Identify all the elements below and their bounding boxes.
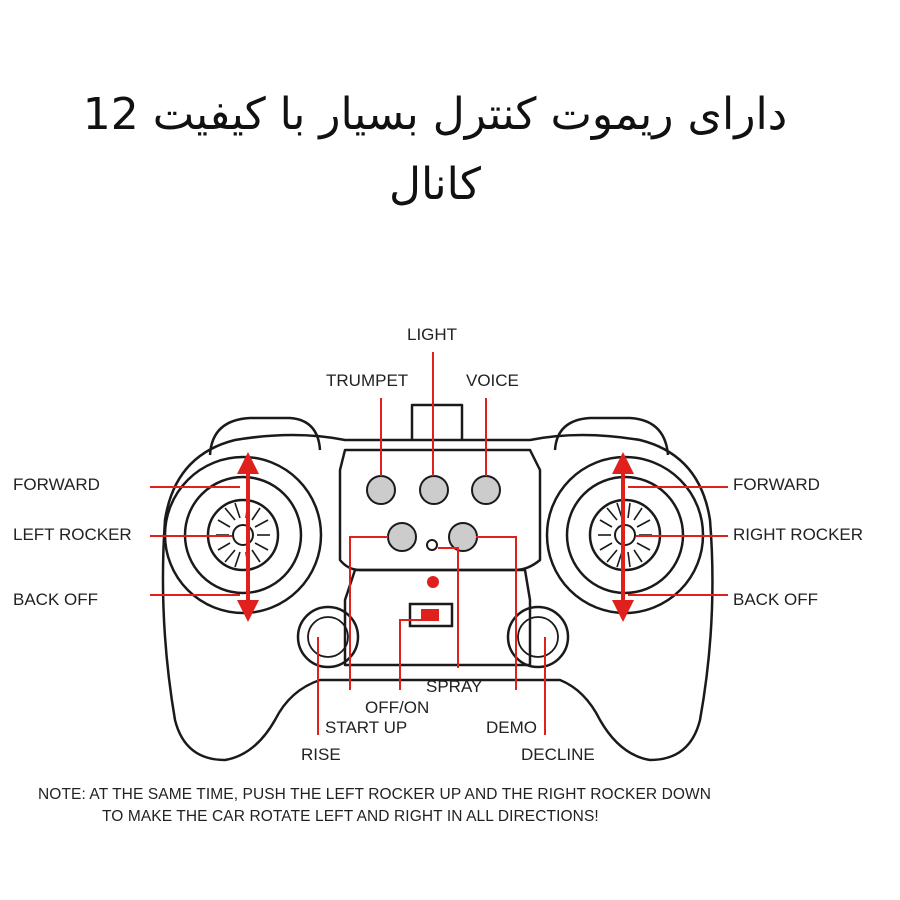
light-button	[419, 475, 449, 505]
label-right-rocker: RIGHT ROCKER	[733, 525, 863, 544]
center-panel	[338, 448, 542, 572]
page-title: دارای ریموت کنترل بسیار با کیفیت 12 کانا…	[82, 89, 788, 210]
right-shoulder-bumper	[553, 416, 670, 456]
decline-button-inner	[517, 616, 559, 658]
power-led	[427, 576, 439, 588]
label-off-on: OFF/ON	[365, 698, 429, 717]
note-line-2: TO MAKE THE CAR ROTATE LEFT AND RIGHT IN…	[102, 808, 599, 825]
label-decline: DECLINE	[521, 745, 595, 764]
label-start-up: START UP	[325, 718, 407, 737]
decline-button	[506, 605, 570, 669]
label-demo: DEMO	[486, 718, 537, 737]
antenna-tab	[410, 403, 464, 440]
demo-button	[448, 522, 478, 552]
left-shoulder-bumper	[208, 416, 322, 456]
controller-body	[161, 433, 714, 762]
label-voice: VOICE	[466, 371, 519, 390]
rise-button	[296, 605, 360, 669]
rise-button-inner	[307, 616, 349, 658]
voice-button	[471, 475, 501, 505]
label-forward-left: FORWARD	[13, 475, 100, 494]
label-rise: RISE	[301, 745, 341, 764]
label-forward-right: FORWARD	[733, 475, 820, 494]
label-spray: SPRAY	[426, 677, 482, 696]
label-light: LIGHT	[407, 325, 457, 344]
label-trumpet: TRUMPET	[326, 371, 408, 390]
trumpet-button	[366, 475, 396, 505]
spray-indicator	[426, 539, 438, 551]
power-switch-slider	[421, 609, 439, 621]
label-left-rocker: LEFT ROCKER	[13, 525, 132, 544]
start-up-button	[387, 522, 417, 552]
label-back-off-left: BACK OFF	[13, 590, 98, 609]
note-line-1: NOTE: AT THE SAME TIME, PUSH THE LEFT RO…	[38, 786, 712, 803]
label-back-off-right: BACK OFF	[733, 590, 818, 609]
